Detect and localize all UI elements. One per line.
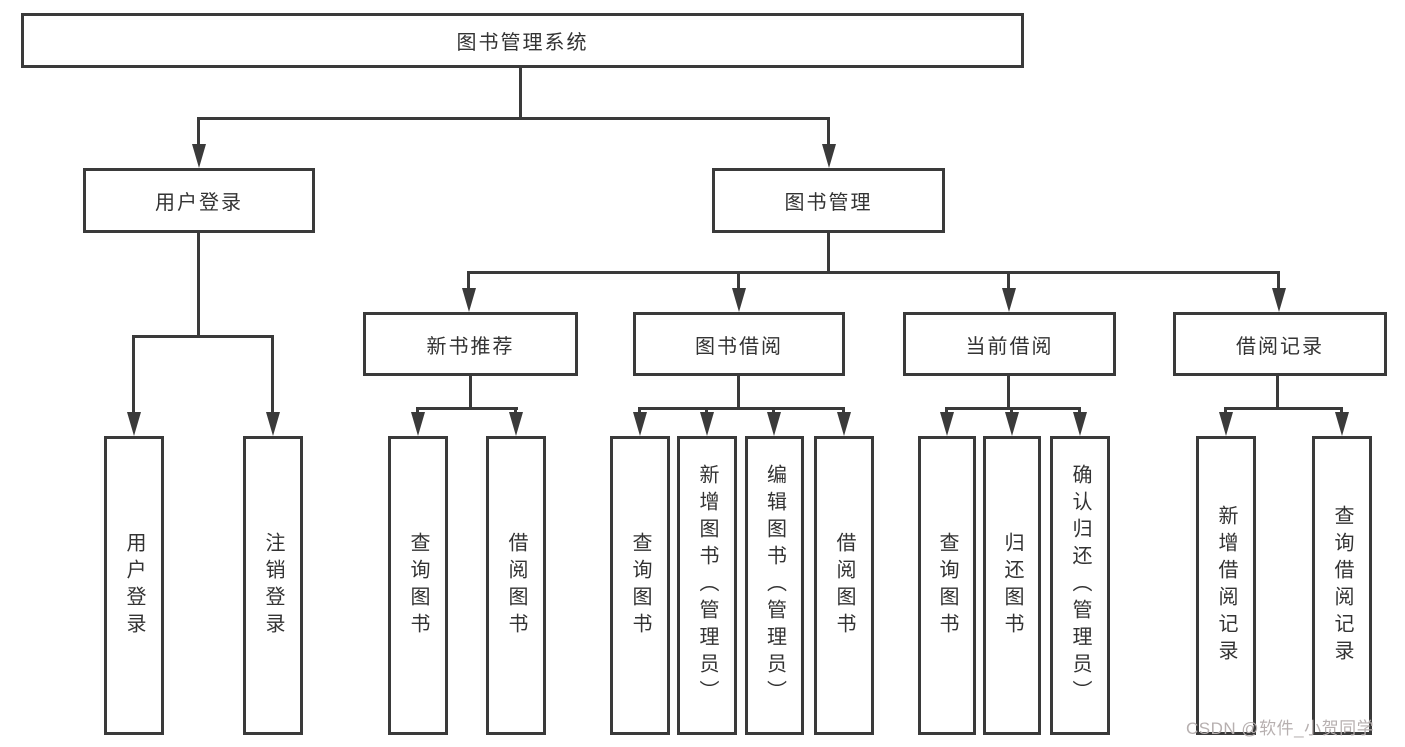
connector-line [705, 407, 708, 413]
leaf-label: 新增图书（管理员） [696, 464, 718, 707]
node-new-book-recommend: 新书推荐 [363, 312, 578, 376]
arrowhead-down [1272, 288, 1286, 312]
connector-line [467, 271, 470, 288]
arrowhead-down [822, 144, 836, 168]
leaf-add-books-admin: 新增图书（管理员） [677, 436, 737, 735]
connector-line [514, 407, 517, 413]
connector-line [1078, 407, 1081, 413]
leaf-label: 注销登录 [262, 531, 284, 640]
node-current-borrowing-label: 当前借阅 [965, 335, 1054, 358]
connector-line [467, 271, 1280, 274]
connector-line [271, 335, 274, 412]
arrowhead-down [1335, 412, 1349, 436]
leaf-label: 新增借阅记录 [1215, 504, 1237, 667]
connector-line [1224, 407, 1343, 410]
leaf-query-books-borrowing: 查询图书 [610, 436, 670, 735]
leaf-confirm-return-admin: 确认归还（管理员） [1050, 436, 1110, 735]
arrowhead-down [462, 288, 476, 312]
connector-line [1224, 407, 1227, 413]
connector-line [132, 335, 274, 338]
connector-line [469, 376, 472, 407]
connector-line [519, 68, 522, 117]
connector-line [1010, 407, 1013, 413]
node-root-library-system: 图书管理系统 [21, 13, 1024, 68]
node-user-login: 用户登录 [83, 168, 315, 233]
connector-line [737, 271, 740, 288]
connector-line [416, 407, 518, 410]
connector-line [197, 233, 200, 335]
arrowhead-down [633, 412, 647, 436]
node-root-label: 图书管理系统 [456, 32, 589, 54]
leaf-query-books-current: 查询图书 [918, 436, 976, 735]
connector-line [197, 117, 830, 120]
arrowhead-down [1005, 412, 1019, 436]
leaf-borrow-books-borrowing: 借阅图书 [814, 436, 874, 735]
node-borrowing-records-label: 借阅记录 [1236, 335, 1324, 358]
connector-line [1277, 271, 1280, 288]
leaf-edit-books-admin: 编辑图书（管理员） [745, 436, 804, 735]
leaf-label: 借阅图书 [505, 531, 527, 640]
arrowhead-down [767, 412, 781, 436]
leaf-label: 查询图书 [629, 531, 651, 640]
leaf-label: 查询图书 [407, 531, 429, 640]
leaf-label: 编辑图书（管理员） [763, 464, 786, 707]
node-book-management-label: 图书管理 [784, 192, 873, 214]
connector-line [772, 407, 775, 413]
arrowhead-down [732, 288, 746, 312]
arrowhead-down [940, 412, 954, 436]
leaf-logout-action: 注销登录 [243, 436, 303, 735]
arrowhead-down [411, 412, 425, 436]
arrowhead-down [1073, 412, 1087, 436]
connector-line [416, 407, 419, 413]
connector-line [197, 117, 200, 148]
node-user-login-label: 用户登录 [155, 192, 243, 214]
node-book-borrowing-label: 图书借阅 [695, 335, 783, 358]
node-book-management: 图书管理 [712, 168, 945, 233]
node-book-borrowing: 图书借阅 [633, 312, 845, 376]
arrowhead-down [1002, 288, 1016, 312]
connector-line [737, 376, 740, 407]
node-current-borrowing: 当前借阅 [903, 312, 1116, 376]
connector-line [1276, 376, 1279, 407]
connector-line [132, 335, 135, 412]
leaf-borrow-books-recommend: 借阅图书 [486, 436, 546, 735]
leaf-query-books-recommend: 查询图书 [388, 436, 448, 735]
connector-line [945, 407, 1081, 410]
arrowhead-down [192, 144, 206, 168]
node-new-book-recommend-label: 新书推荐 [426, 335, 515, 358]
connector-line [1340, 407, 1343, 413]
connector-line [638, 407, 641, 413]
leaf-label: 查询借阅记录 [1331, 504, 1353, 667]
arrowhead-down [700, 412, 714, 436]
leaf-label: 归还图书 [1001, 531, 1023, 640]
leaf-query-borrow-record: 查询借阅记录 [1312, 436, 1372, 735]
csdn-watermark: CSDN @软件_小贺同学 [1186, 719, 1375, 738]
arrowhead-down [509, 412, 523, 436]
connector-line [827, 233, 830, 271]
leaf-return-books: 归还图书 [983, 436, 1041, 735]
leaf-user-login-action: 用户登录 [104, 436, 164, 735]
arrowhead-down [266, 412, 280, 436]
leaf-label: 用户登录 [123, 531, 145, 640]
arrowhead-down [127, 412, 141, 436]
connector-line [638, 407, 845, 410]
connector-line [945, 407, 948, 413]
leaf-add-borrow-record: 新增借阅记录 [1196, 436, 1256, 735]
connector-line [842, 407, 845, 413]
node-borrowing-records: 借阅记录 [1173, 312, 1387, 376]
leaf-label: 查询图书 [936, 531, 958, 640]
connector-line [1007, 271, 1010, 288]
connector-line [1007, 376, 1010, 407]
arrowhead-down [1219, 412, 1233, 436]
connector-line [827, 117, 830, 148]
leaf-label: 确认归还（管理员） [1069, 464, 1091, 707]
leaf-label: 借阅图书 [833, 531, 855, 640]
arrowhead-down [837, 412, 851, 436]
